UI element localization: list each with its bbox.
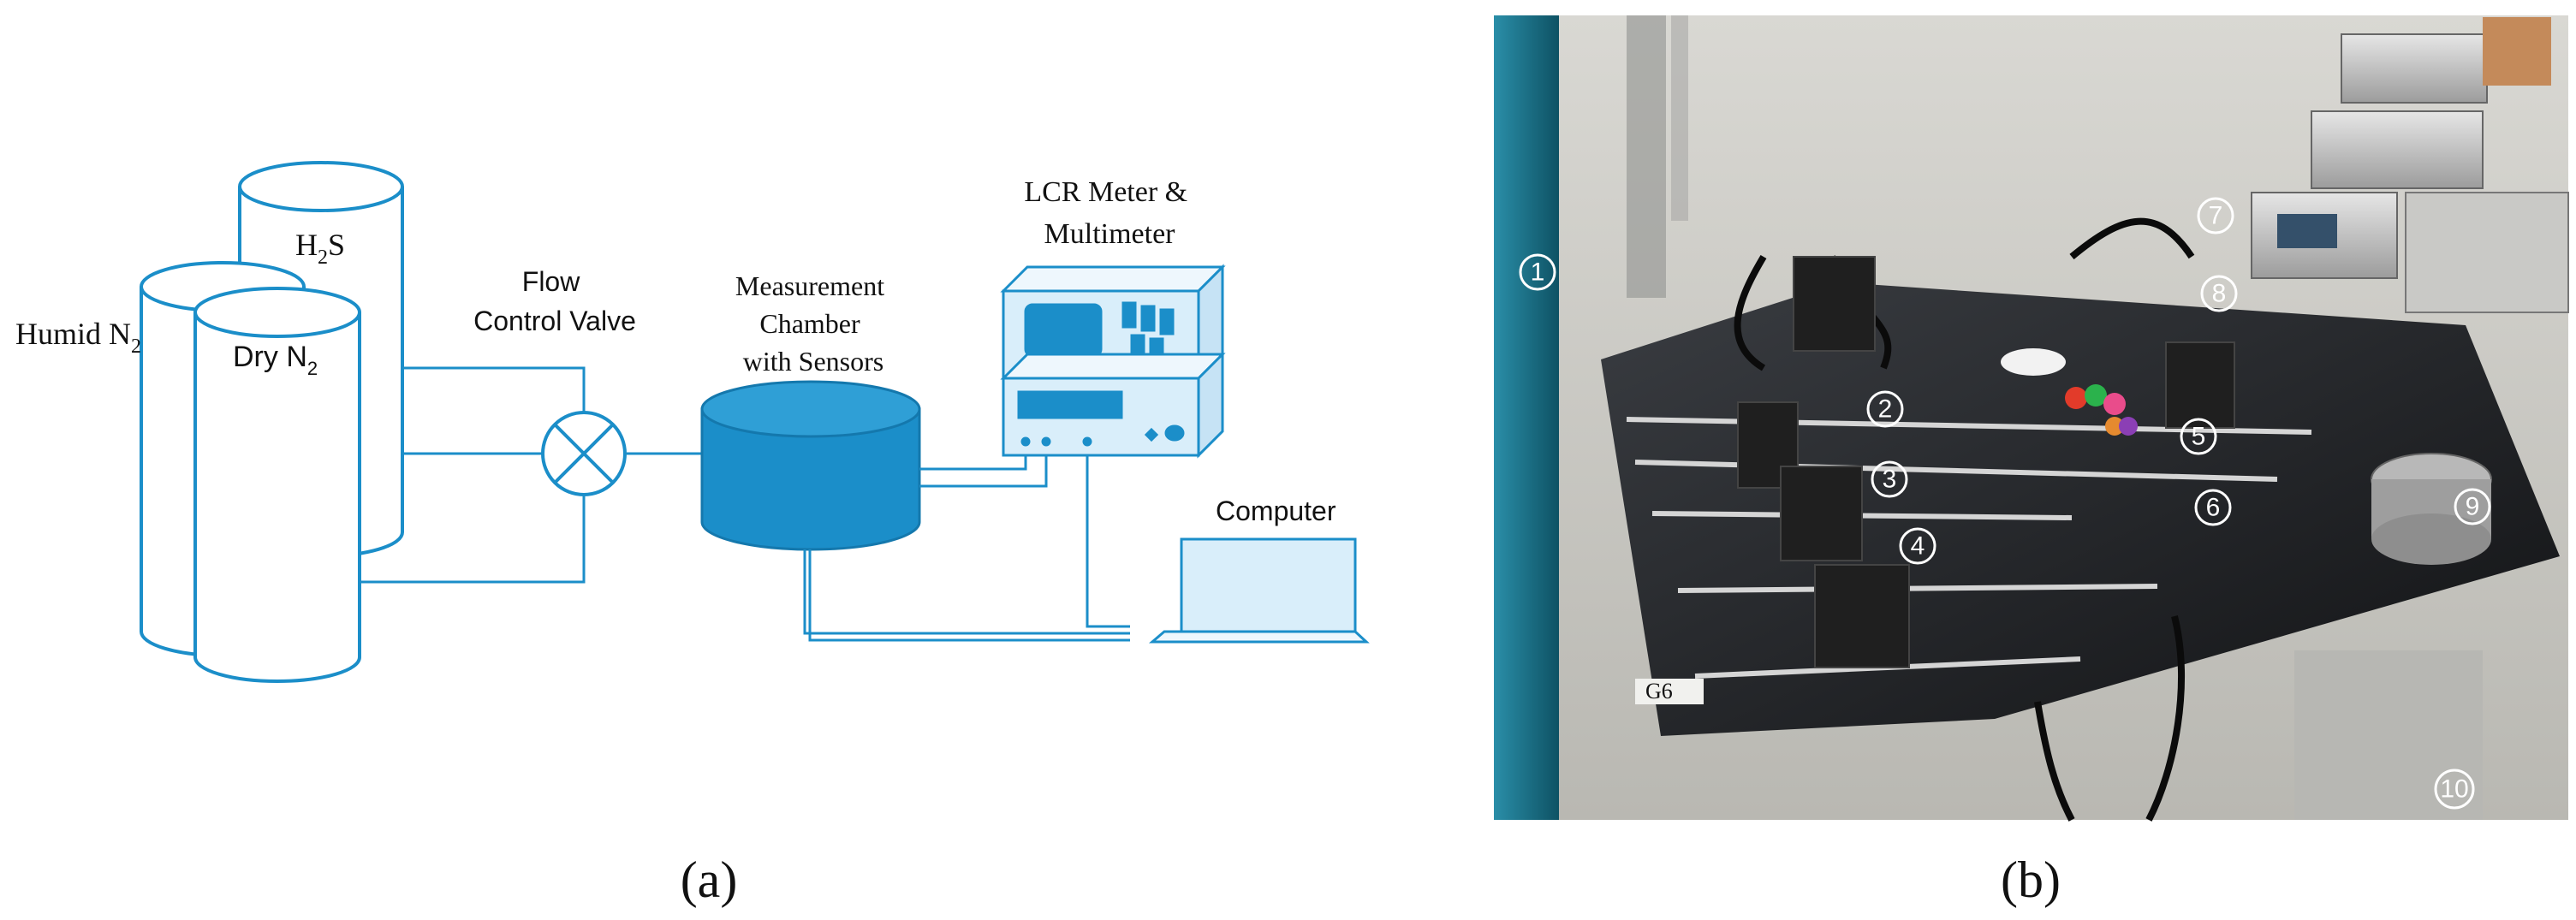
bench-tag-text: G6 [1645,679,1673,703]
petri-dish [2001,348,2066,376]
svg-text:9: 9 [2466,493,2480,521]
marker-2: 2 [1866,390,1904,428]
instrument-stack [2251,17,2569,313]
mass-flow-controllers [1737,256,2235,668]
photo-markers: 1 2 3 4 5 6 7 8 9 10 [1519,197,2491,810]
svg-text:4: 4 [1911,532,1925,561]
svg-text:6: 6 [2206,494,2221,522]
marker-10: 10 [2434,769,2475,810]
humid-n2-label: Humid N2 [15,317,141,358]
svg-text:5: 5 [2192,423,2206,451]
caption-b: (b) [2001,852,2061,908]
under-bench-unit [2294,650,2483,820]
marker-6: 6 [2194,489,2232,526]
panel-a-schematic: H2S Humid N2 Dry N2 Flow Control Valve M… [15,161,1370,908]
caption-a: (a) [681,852,738,908]
svg-text:3: 3 [1883,466,1897,494]
marker-1: 1 [1519,253,1556,291]
dry-n2-label: Dry N2 [233,341,318,379]
panel-b-photo: G6 1 2 3 4 5 6 7 8 9 10 (b) [1494,15,2569,908]
marker-8: 8 [2200,275,2238,312]
flow-control-valve [541,411,627,496]
meter-label: LCR Meter & Multimeter [1024,176,1194,250]
marker-9: 9 [2454,488,2491,525]
marker-3: 3 [1871,460,1908,498]
green-knob [2085,384,2107,407]
gas-cylinder [1494,15,1559,820]
svg-text:2: 2 [1878,395,1893,424]
measurement-chamber [700,380,921,551]
svg-text:8: 8 [2212,280,2227,308]
svg-text:1: 1 [1531,258,1545,287]
orange-knob [2105,417,2124,436]
svg-text:10: 10 [2440,775,2468,804]
gas-lines [360,366,702,584]
marker-5: 5 [2180,418,2217,455]
vent-duct-2 [1671,15,1688,221]
chamber-label: Measurement Chamber with Sensors [735,270,891,377]
pink-knob [2103,393,2126,415]
signal-lines [803,445,1130,642]
red-knob [2065,387,2087,409]
h2s-label: H2S [295,228,345,269]
marker-7: 7 [2197,197,2234,234]
marker-4: 4 [1899,527,1936,565]
svg-text:7: 7 [2209,202,2223,230]
lcr-meter-stack [1000,264,1226,459]
dry-n2-cylinder [193,287,361,683]
computer-label: Computer [1216,496,1336,526]
purple-knob [2119,417,2138,436]
valve-label: Flow Control Valve [473,266,636,336]
computer [1148,537,1370,644]
bench-tag [1635,679,1704,704]
vent-duct [1627,15,1666,298]
